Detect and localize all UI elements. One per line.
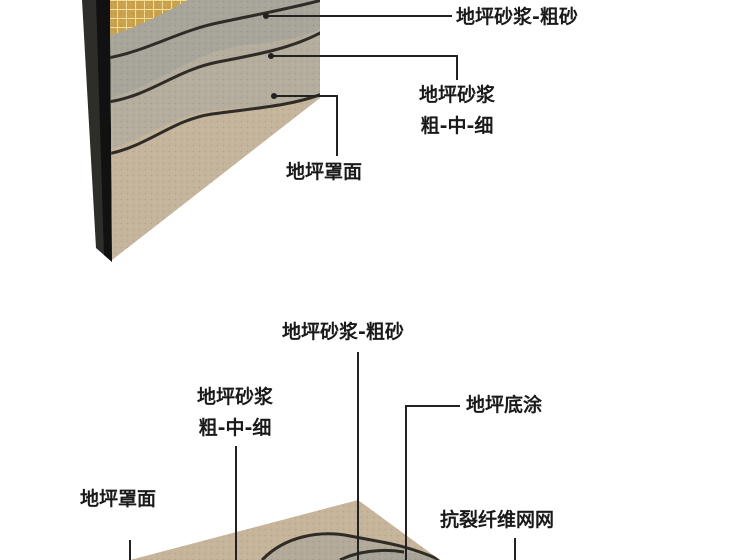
- layer-line: [110, 0, 320, 60]
- top-wall-panel: [82, 0, 320, 262]
- bottom-floor-slab: [130, 500, 440, 560]
- label-bottom-topcoat: 地坪罩面: [80, 488, 157, 510]
- label-bottom-primer: 地坪底涂: [466, 394, 543, 416]
- leader-top-graded: [271, 55, 458, 80]
- panel-edge-dark: [96, 0, 112, 262]
- label-bottom-graded-mortar-line1: 地坪砂浆: [196, 386, 273, 408]
- slab-layer-line: [260, 532, 440, 560]
- leader-bottom-primer: [405, 405, 460, 560]
- bottom-leader-lines: [129, 352, 516, 560]
- top-leader-lines: [263, 13, 458, 156]
- slab-layer-line: [339, 548, 405, 560]
- label-top-graded-mortar-line1: 地坪砂浆: [418, 84, 495, 106]
- label-top-graded-mortar: 地坪砂浆 粗-中-细: [400, 80, 514, 142]
- label-top-coarse-mortar: 地坪砂浆-粗砂: [456, 6, 578, 28]
- label-bottom-graded-mortar-line2: 粗-中-细: [198, 417, 272, 439]
- leader-top-topcoat: [274, 95, 338, 156]
- layer-line: [110, 30, 320, 104]
- label-bottom-coarse-mortar: 地坪砂浆-粗砂: [282, 321, 404, 343]
- label-top-topcoat: 地坪罩面: [286, 161, 363, 183]
- label-top-graded-mortar-line2: 粗-中-细: [420, 115, 494, 137]
- layer-line: [110, 92, 320, 156]
- label-bottom-graded-mortar: 地坪砂浆 粗-中-细: [178, 382, 292, 444]
- label-bottom-crack-mesh: 抗裂纤维网网: [440, 509, 555, 531]
